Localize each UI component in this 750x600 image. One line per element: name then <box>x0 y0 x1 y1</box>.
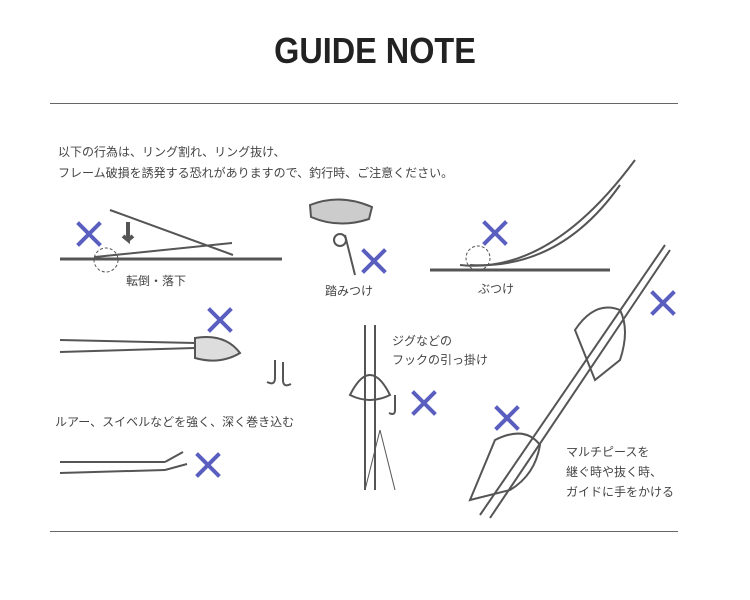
caption-multi-3: ガイドに手をかける <box>566 485 675 499</box>
hit-illustration <box>430 159 636 272</box>
x-mark-icon <box>482 220 508 246</box>
fall-illustration <box>60 209 282 273</box>
top-divider <box>50 103 678 104</box>
caption-hook-2: フックの引っ掛け <box>392 353 489 367</box>
caption-hook-1: ジグなどの <box>392 334 453 348</box>
step-illustration <box>308 198 374 276</box>
caption-reel: ルアー、スイベルなどを強く、深く巻き込む <box>55 415 295 429</box>
x-mark-icon <box>650 290 676 316</box>
x-mark-icon <box>195 452 221 478</box>
x-mark-icon <box>76 221 102 247</box>
caption-fall: 転倒・落下 <box>126 274 187 288</box>
x-mark-icon <box>411 390 437 416</box>
x-mark-icon <box>494 405 520 431</box>
bottom-divider <box>50 531 678 532</box>
hook-illustration <box>348 325 396 491</box>
intro-line-1: 以下の行為は、リング割れ、リング抜け、 <box>58 145 286 159</box>
page-title: GUIDE NOTE <box>274 30 476 71</box>
x-mark-icon <box>207 307 233 333</box>
caption-multi-1: マルチピースを <box>566 445 650 459</box>
caption-step: 踏みつけ <box>325 284 374 298</box>
reel-in-illustration <box>59 336 292 474</box>
caption-hit: ぶつけ <box>478 282 515 296</box>
intro-line-2: フレーム破損を誘発する恐れがありますので、釣行時、ご注意ください。 <box>58 166 454 180</box>
x-marks <box>76 220 676 478</box>
caption-multi-2: 継ぐ時や抜く時、 <box>566 465 663 479</box>
multi-piece-illustration <box>468 244 671 519</box>
x-mark-icon <box>361 248 387 274</box>
